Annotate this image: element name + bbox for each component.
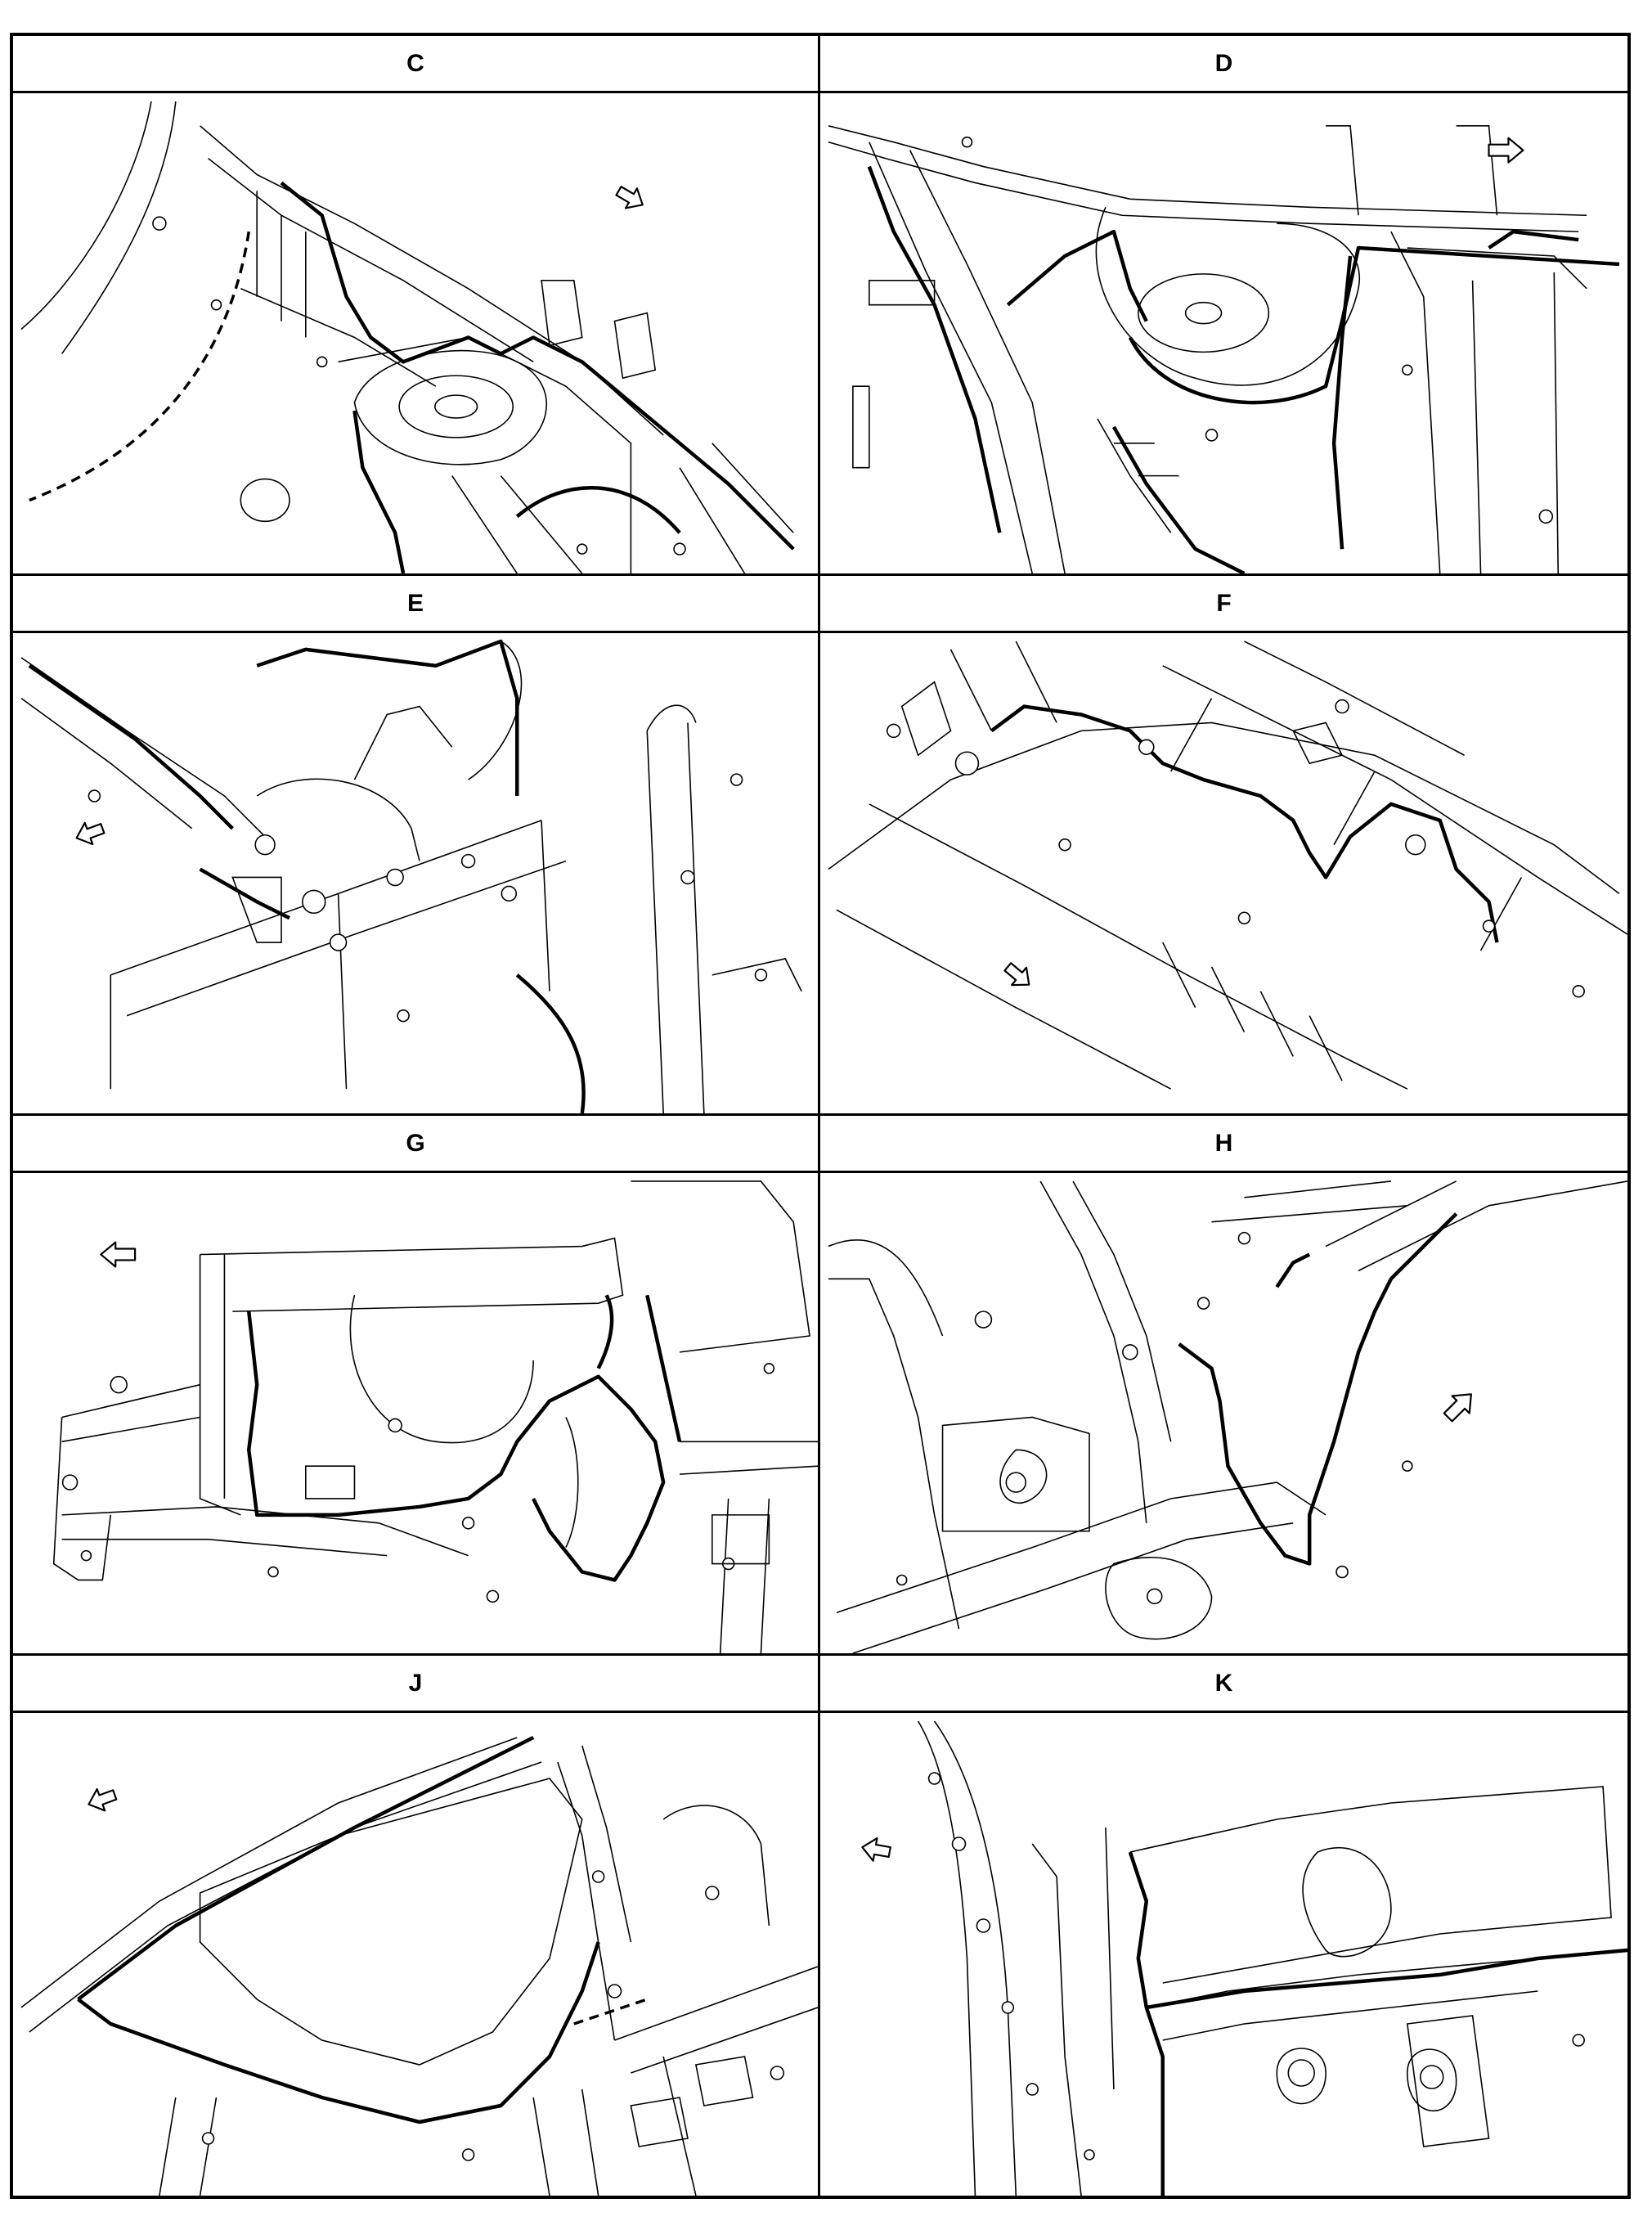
panel-drawing: [13, 93, 818, 573]
panel-g: G: [13, 1116, 820, 1656]
body-structure-illustration: [828, 641, 1627, 1090]
panel-label: K: [820, 1656, 1627, 1713]
panel-drawing: [820, 1173, 1627, 1653]
direction-arrow-icon: [1003, 962, 1030, 987]
panel-drawing: [820, 1713, 1627, 2196]
panel-h: H: [820, 1116, 1627, 1656]
body-structure-illustration: [52, 1180, 818, 1653]
direction-arrow-icon: [1488, 137, 1524, 164]
body-structure-illustration: [20, 1735, 818, 2196]
body-structure-illustration: [20, 101, 795, 573]
panel-f: F: [820, 576, 1627, 1116]
panel-c: C: [13, 36, 820, 576]
panel-label: E: [13, 576, 818, 633]
direction-arrow-icon: [88, 1787, 118, 1812]
body-structure-illustration: [861, 1720, 1627, 2196]
panel-label: J: [13, 1656, 818, 1713]
panel-drawing: [820, 633, 1627, 1113]
panel-label: C: [13, 36, 818, 93]
body-structure-illustration: [828, 1180, 1627, 1653]
panel-grid: C: [13, 36, 1627, 2196]
panel-drawing: [13, 1173, 818, 1653]
panel-label: H: [820, 1116, 1627, 1173]
panel-label: F: [820, 576, 1627, 633]
panel-drawing: [13, 633, 818, 1113]
panel-j: J: [13, 1656, 820, 2196]
direction-arrow-icon: [100, 1241, 137, 1268]
panel-label: G: [13, 1116, 818, 1173]
body-structure-illustration: [828, 125, 1620, 573]
panel-drawing: [13, 1713, 818, 2196]
direction-arrow-icon: [861, 1837, 891, 1862]
direction-arrow-icon: [1443, 1393, 1472, 1423]
body-structure-illustration: [20, 639, 802, 1113]
direction-arrow-icon: [615, 186, 644, 209]
panel-drawing: [820, 93, 1627, 573]
direction-arrow-icon: [75, 821, 105, 846]
panel-e: E: [13, 576, 820, 1116]
diagram-sheet: C: [10, 33, 1631, 2199]
panel-d: D: [820, 36, 1627, 576]
panel-label: D: [820, 36, 1627, 93]
panel-k: K: [820, 1656, 1627, 2196]
